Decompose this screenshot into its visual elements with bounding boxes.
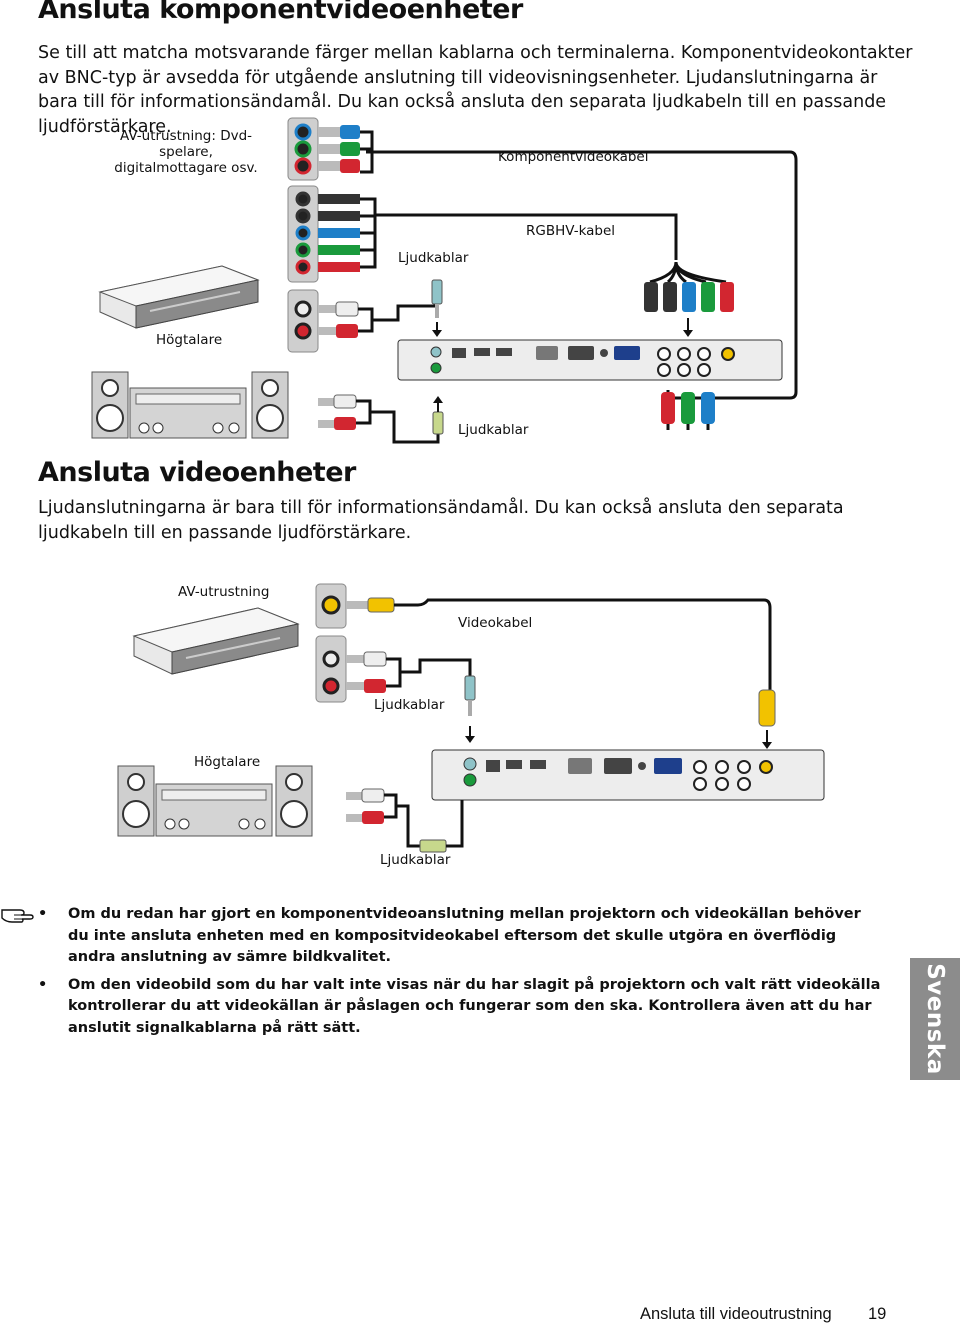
amp-audio-cable [318,394,444,444]
section-intro-video: Ljudanslutningarna är bara till för info… [38,498,844,543]
av-audio-panel [287,279,443,353]
speaker-system [91,371,289,439]
label-rgbhv-cable: RGBHV-kabel [526,223,616,239]
footer-page-number: 19 [868,1305,887,1323]
section-title-video: Ansluta videoenheter [38,457,356,488]
hand-pointer-icon [1,909,34,923]
label-audio-cables-top: Ljudkablar [398,250,469,266]
language-side-tab: Svenska [910,958,960,1080]
footer-section-title: Ansluta till videoutrustning [640,1305,832,1323]
projector-rear-panel [397,339,783,381]
label-av-equipment: AV-utrustning: Dvd-spelare, digitalmotta… [114,128,258,176]
rgbhv-plugs [432,261,734,337]
notes-box: Om du redan har gjort en komponentvideoa… [38,904,884,1045]
label-av-equipment-2: AV-utrustning [178,584,270,600]
label-audio-cables-bottom: Ljudkablar [458,422,529,438]
video-connection-diagram [117,583,825,853]
projector-rear-panel [431,749,825,801]
note-item: Om den videobild som du har valt inte vi… [38,975,884,1040]
section-title-component: Ansluta komponentvideoenheter [38,0,523,25]
amp-audio-cable [346,788,464,853]
component-plugs-bottom [661,275,798,430]
av-video-panel [315,583,776,749]
label-speakers-2: Högtalare [194,754,261,770]
label-component-cable: Komponentvideokabel [498,149,649,165]
av-component-panel [287,117,319,181]
language-tab-label: Svenska [922,963,948,1075]
section-intro-component: Se till att matcha motsvarande färger me… [38,43,913,137]
component-plugs-top [318,125,798,275]
component-connection-diagram [91,117,798,444]
label-video-cable: Videokabel [458,615,533,631]
note-item: Om du redan har gjort en komponentvideoa… [38,904,884,969]
speaker-system [117,765,313,837]
label-audio-cables-bottom-2: Ljudkablar [380,852,451,868]
label-speakers: Högtalare [156,332,223,348]
av-player-device [132,607,300,675]
av-audio-panel [315,635,476,743]
av-player-device [98,265,260,329]
label-audio-cables-top-2: Ljudkablar [374,697,445,713]
av-rgbhv-panel [287,185,678,283]
